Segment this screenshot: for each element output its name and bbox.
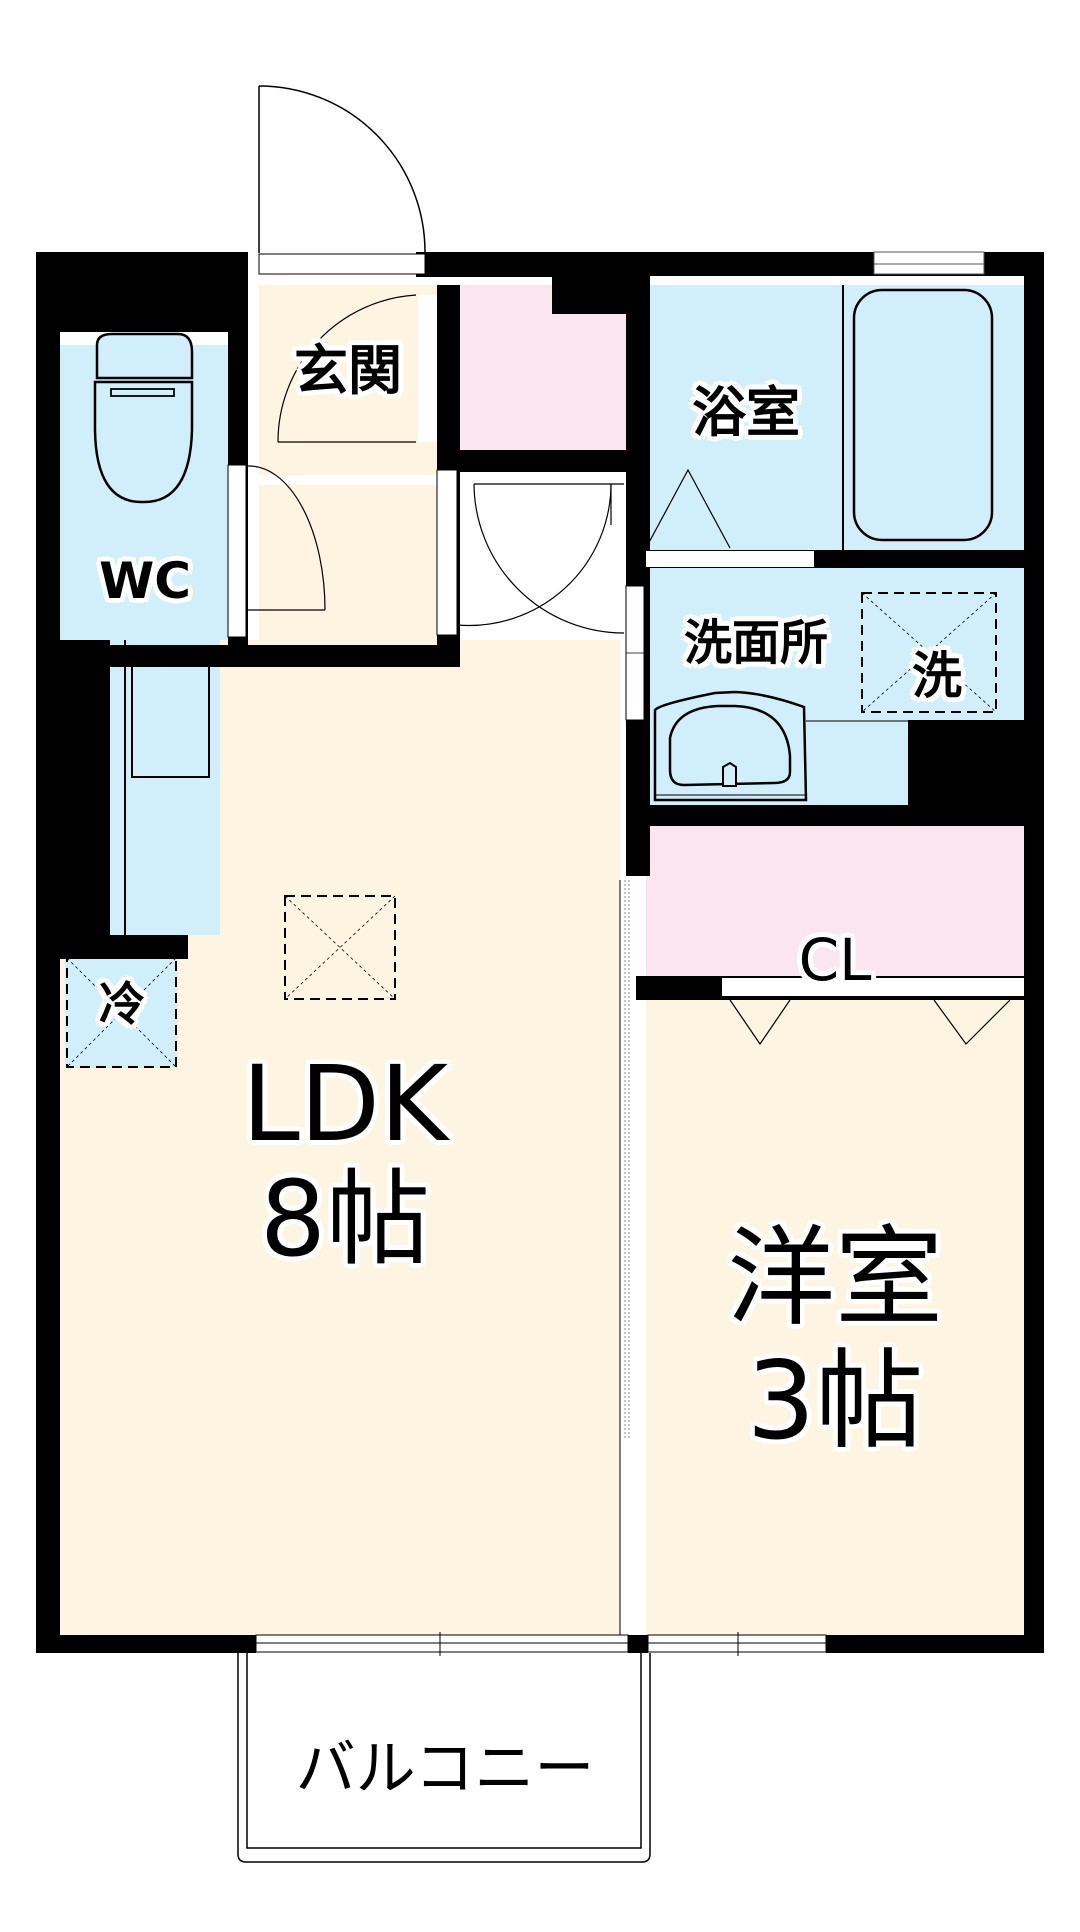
wall-bottom-left: [36, 1635, 256, 1653]
washroom-label: 洗面所: [683, 615, 828, 671]
wall-top-left: [36, 252, 248, 332]
wall-left: [36, 252, 60, 1652]
ldk-size-label: 8帖: [259, 1158, 431, 1280]
wall-top-middle: [416, 252, 646, 277]
fridge-space-icon: [66, 957, 177, 1068]
balcony-outline: [237, 1653, 651, 1863]
closet-door-icon: [729, 999, 1011, 1046]
closet-label: CL: [798, 926, 872, 994]
balcony-label: バルコニー: [295, 1734, 595, 1804]
sink-icon: [653, 690, 808, 802]
kitchen-counter-icon: [124, 640, 210, 935]
wall-washroom-block: [908, 720, 1026, 805]
toilet-icon: [93, 332, 194, 504]
fridge-area: [65, 956, 177, 1068]
wc-door-icon: [247, 465, 326, 611]
washer-label: 洗: [912, 647, 962, 705]
wall-bottom-mid: [628, 1635, 648, 1653]
wall-washroom-bottom: [646, 805, 1026, 826]
wall-right: [1024, 252, 1044, 1652]
western-room: [646, 1000, 1024, 1635]
balcony-window-icon: [255, 1632, 827, 1656]
wall-hall-bottom: [36, 645, 460, 667]
hall-floor: [259, 485, 437, 665]
storage-opening: [418, 295, 437, 442]
bathtub-icon: [852, 288, 994, 542]
bathroom-label: 浴室: [692, 381, 800, 444]
entrance-label: 玄関: [294, 339, 402, 402]
front-door-icon: [258, 85, 426, 254]
shoebox-door-icon: [277, 294, 417, 443]
hall-door-icon: [456, 483, 625, 634]
sliding-partition: [620, 880, 632, 1635]
western-room-label: 洋室: [726, 1216, 943, 1341]
wall-bottom-right: [826, 1635, 1044, 1653]
closet-room: [646, 826, 1024, 976]
toilet-label: WC: [99, 552, 191, 610]
washer-space-icon: [861, 592, 997, 713]
fridge-label: 冷: [99, 977, 145, 1031]
ldk-label: LDK: [241, 1043, 449, 1165]
wall-storage-right: [626, 276, 650, 876]
wall-entrance-bottom: [437, 450, 647, 472]
kitchen-counter: [110, 640, 220, 935]
western-room-size-label: 3帖: [746, 1339, 924, 1464]
front-door-opening: [258, 253, 426, 275]
ventilation-mark-icon: [284, 895, 396, 1000]
wall-kitchen-left: [60, 640, 110, 940]
